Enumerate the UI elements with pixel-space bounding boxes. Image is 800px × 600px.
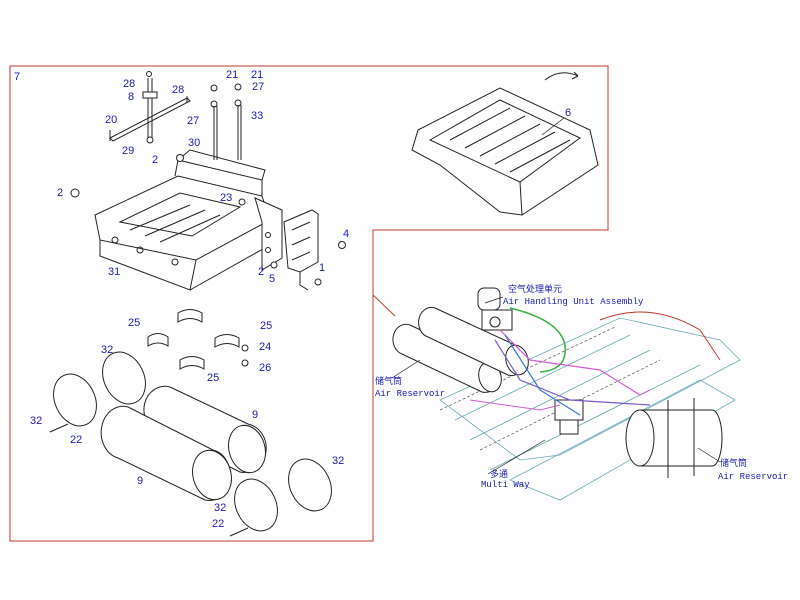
fasteners: [70, 71, 346, 367]
callout-32: 32: [30, 415, 42, 427]
callout-21: 21: [251, 69, 263, 81]
callout-8: 8: [128, 91, 134, 103]
rotate-arrow: [544, 71, 579, 81]
callout-9: 9: [252, 409, 258, 421]
reservoir-right-label-en: Air Reservoir: [718, 472, 788, 482]
group-number: 7: [14, 71, 20, 83]
clamp-rings: [49, 351, 332, 537]
strap-bracket: [109, 78, 191, 144]
saddle-pads: [147, 309, 240, 370]
callout-28: 28: [123, 78, 135, 90]
callout-5: 5: [269, 273, 275, 285]
callout-9: 9: [137, 475, 143, 487]
callout-29: 29: [122, 145, 134, 157]
callout-22: 22: [212, 518, 224, 530]
callout-31: 31: [108, 266, 120, 278]
callout-6: 6: [565, 107, 571, 119]
diagram-border: [9, 65, 609, 542]
callout-2: 2: [57, 187, 63, 199]
air-tank-upper-9: [143, 385, 267, 474]
reservoir-left-label-en: Air Reservoir: [375, 389, 445, 399]
callout-1: 1: [319, 262, 325, 274]
callout-30: 30: [188, 137, 200, 149]
long-bolts: [213, 105, 242, 160]
callout-21: 21: [226, 69, 238, 81]
callout-28: 28: [172, 84, 184, 96]
air-handling-label-en: Air Handling Unit Assembly: [503, 297, 644, 307]
battery-cover-6: [411, 87, 599, 216]
air-handling-label-cn: 空气处理单元: [508, 283, 562, 295]
multiway-label-en: Multi Way: [481, 480, 530, 490]
callout-25: 25: [260, 320, 272, 332]
callout-25: 25: [128, 317, 140, 329]
callout-22: 22: [70, 434, 82, 446]
leader-lines: [391, 117, 721, 475]
inset-reservoirs-left: [392, 306, 529, 393]
callout-2: 2: [152, 154, 158, 166]
air-pipes: [469, 307, 651, 416]
bracket-tray-31: [94, 149, 283, 291]
multiway-label-cn: 多通: [490, 468, 508, 480]
callout-27: 27: [187, 115, 199, 127]
air-tank-lower-9: [100, 405, 232, 501]
callout-32: 32: [101, 344, 113, 356]
callout-27: 27: [252, 81, 264, 93]
callout-32: 32: [214, 502, 226, 514]
callout-2: 2: [258, 266, 264, 278]
callout-23: 23: [220, 192, 232, 204]
callout-4: 4: [343, 228, 349, 240]
inset-connector-line: [372, 294, 396, 317]
multiway-valve: [554, 399, 584, 435]
reservoir-left-label-cn: 储气筒: [375, 375, 402, 387]
air-handling-unit: [477, 287, 513, 331]
reservoir-right-label-cn: 储气筒: [720, 457, 747, 469]
callout-26: 26: [259, 362, 271, 374]
callout-33: 33: [251, 110, 263, 122]
callout-24: 24: [259, 341, 271, 353]
side-plate: [283, 209, 319, 291]
callout-20: 20: [105, 114, 117, 126]
callout-32: 32: [332, 455, 344, 467]
callout-25: 25: [207, 372, 219, 384]
inset-reservoir-right: [625, 398, 723, 478]
